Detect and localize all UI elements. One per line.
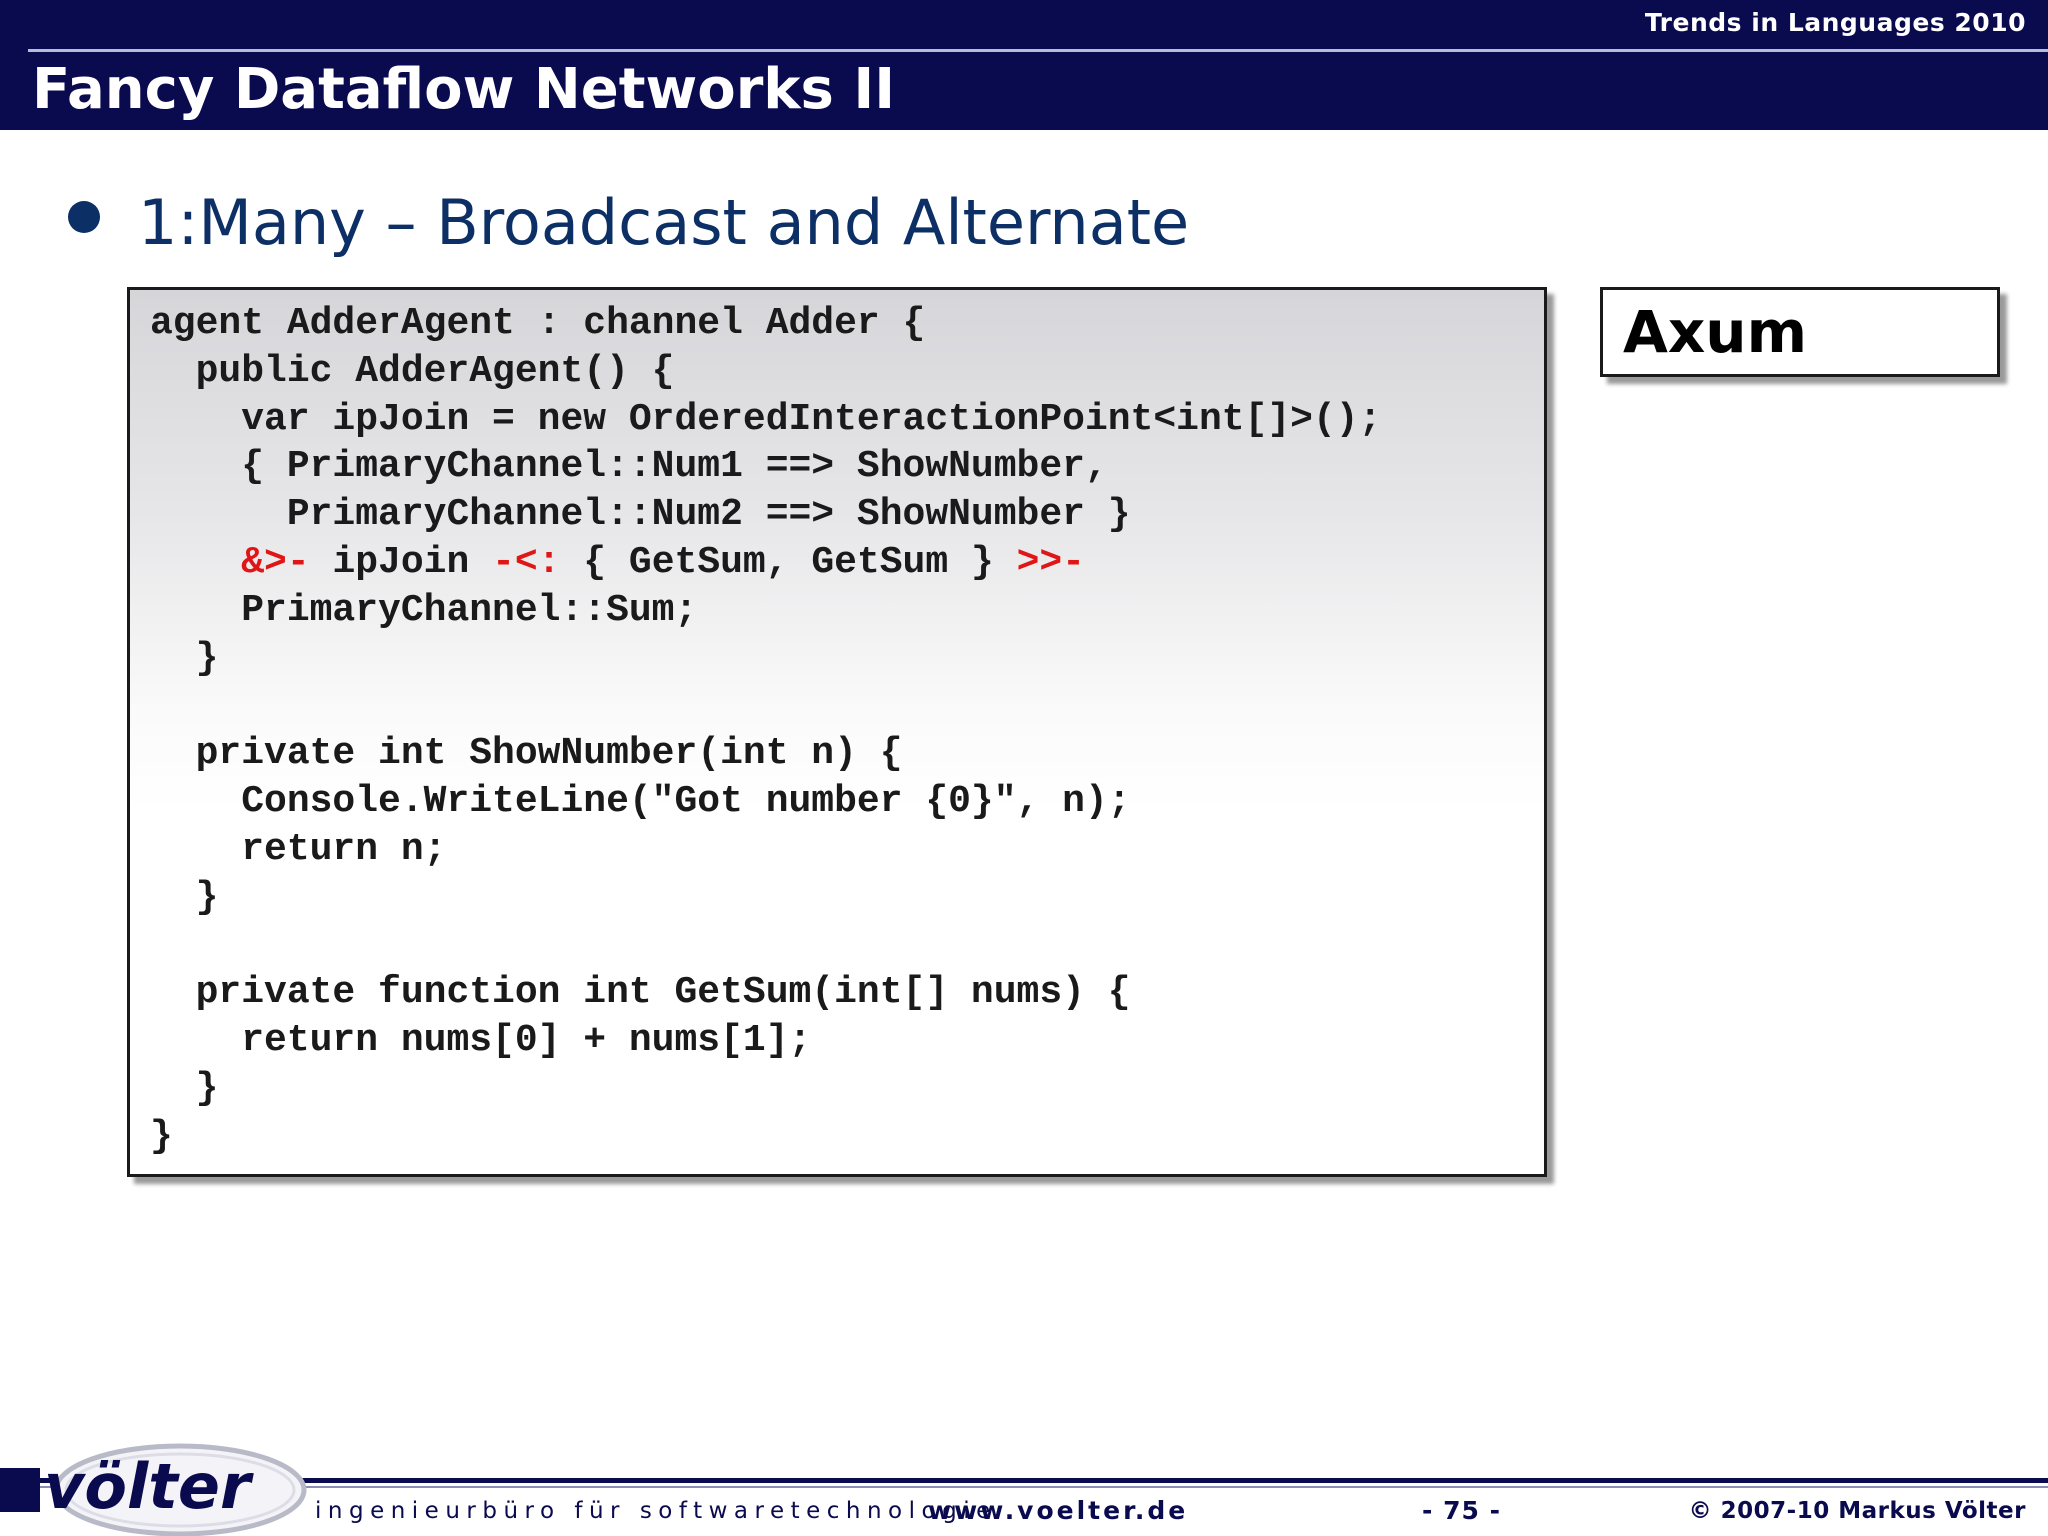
code-line: { PrimaryChannel::Num1 ==> ShowNumber, [150,445,1108,488]
code-line: public AdderAgent() { [150,350,675,393]
code-line: PrimaryChannel::Sum; [150,589,697,632]
code-line: } [150,1066,219,1110]
dataflow-operator: >>- [1016,540,1085,584]
code-token: return nums[0] + nums[1]; [150,1018,812,1062]
code-line: } [150,1115,173,1158]
code-token: return n; [150,827,447,871]
footer-website: www.voelter.de [928,1496,1189,1525]
header-divider [28,49,2048,52]
code-line: } [150,636,219,680]
code-line: private int ShowNumber(int n) { [150,732,903,775]
svg-text:völter: völter [44,1450,254,1523]
code-token: private function int GetSum(int[] nums) … [150,971,1131,1015]
dataflow-operator: &>- [241,540,310,584]
language-label-box: Axum [1600,287,2000,377]
code-token: PrimaryChannel::Sum; [150,588,698,632]
footer-divider-thin [0,1486,2048,1488]
code-line: } [150,875,219,919]
code-line: agent AdderAgent : channel Adder { [150,302,925,345]
code-text: agent AdderAgent : channel Adder { publi… [150,300,1381,1160]
voelter-logo: völter [0,1443,307,1536]
code-listing: agent AdderAgent : channel Adder { publi… [127,287,1547,1177]
language-label: Axum [1623,298,1808,366]
code-token: } [150,1114,173,1158]
footer-divider [0,1478,2048,1483]
code-token: } [150,1066,219,1110]
page-number: - 75 - [1422,1496,1501,1525]
code-line: PrimaryChannel::Num2 ==> ShowNumber } [150,493,1131,536]
footer-copyright: © 2007-10 Markus Völter [1688,1498,2026,1524]
bullet-text: 1:Many – Broadcast and Alternate [138,186,1190,259]
code-token: } [150,875,219,919]
dataflow-operator: -<: [492,540,561,584]
code-token: public AdderAgent() { [150,349,675,393]
code-token [150,541,241,584]
code-token: var ipJoin = new OrderedInteractionPoint… [150,397,1382,441]
slide-header: Trends in Languages 2010 Fancy Dataflow … [0,0,2048,130]
code-line: return n; [150,828,446,871]
code-line: return nums[0] + nums[1]; [150,1019,811,1062]
footer-tagline: ingenieurbüro für softwaretechnologie [315,1498,997,1524]
conference-title: Trends in Languages 2010 [1644,8,2026,37]
code-token: PrimaryChannel::Num2 ==> ShowNumber } [150,493,1131,537]
code-line: Console.WriteLine("Got number {0}", n); [150,779,1131,823]
code-token: { GetSum, GetSum } [560,540,1017,584]
bullet-dot-icon [68,201,100,233]
code-line: private function int GetSum(int[] nums) … [150,971,1131,1014]
code-token: Console.WriteLine("Got number {0}", n); [150,779,1131,823]
slide-title: Fancy Dataflow Networks II [32,57,896,122]
code-line: &>- ipJoin -<: { GetSum, GetSum } >>- [150,541,1085,584]
code-line: var ipJoin = new OrderedInteractionPoint… [150,398,1381,441]
code-token: } [150,636,219,680]
code-token: private int ShowNumber(int n) { [150,732,903,776]
code-token: { PrimaryChannel::Num1 ==> ShowNumber, [150,445,1108,489]
code-token: ipJoin [309,540,493,584]
code-token: agent AdderAgent : channel Adder { [150,302,926,345]
